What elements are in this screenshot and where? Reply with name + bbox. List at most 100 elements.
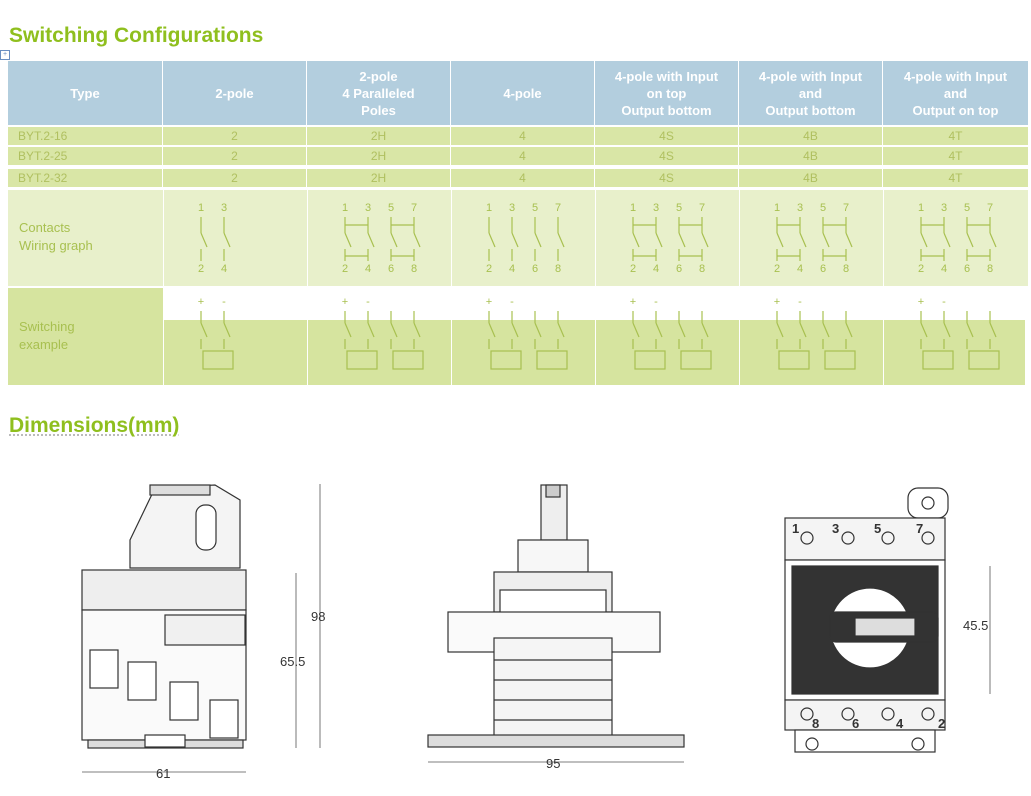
wiring-line — [511, 232, 519, 248]
wiring-top-label: 1 — [774, 202, 780, 214]
wiring-bottom-label: 6 — [532, 263, 538, 275]
header-2pole: 2-pole — [163, 61, 307, 125]
wiring-line — [943, 232, 951, 248]
wiring-line — [799, 232, 807, 248]
table-cell: 4 — [451, 169, 595, 187]
table-cell: 4B — [739, 127, 883, 145]
polarity-label: + — [486, 296, 492, 308]
polarity-label: + — [774, 296, 780, 308]
wiring-bottom-label: 8 — [555, 263, 561, 275]
wiring-line — [367, 322, 375, 338]
polarity-label: - — [654, 296, 658, 308]
side-view-drawing — [81, 484, 247, 749]
polarity-label: + — [630, 296, 636, 308]
wiring-bottom-label: 2 — [918, 263, 924, 275]
wiring-line — [678, 322, 686, 338]
front-width-label: 95 — [546, 756, 560, 771]
wiring-line — [845, 322, 853, 338]
wiring-line — [966, 232, 974, 248]
header-4pole-t: 4-pole with Input and Output on top — [883, 61, 1028, 125]
type-cell: BYT.2-16 — [8, 127, 163, 145]
polarity-label: - — [510, 296, 514, 308]
wiring-top-label: 5 — [820, 202, 826, 214]
wiring-line — [344, 322, 352, 338]
terminal-label: 5 — [874, 521, 881, 536]
wiring-top-label: 3 — [221, 202, 227, 214]
table-row: BYT.2-32 2 2H 4 4S 4B 4T — [8, 167, 1028, 187]
side-width-label: 61 — [156, 766, 170, 781]
wiring-line — [200, 232, 208, 248]
table-cell: 4 — [451, 127, 595, 145]
wiring-bottom-label: 2 — [198, 263, 204, 275]
dimension-drawings: 98 65.5 61 95 45.5 1 3 5 7 8 6 4 2 — [81, 484, 991, 781]
side-height-label: 98 — [311, 609, 325, 624]
contacts-wiring-label: Contacts Wiring graph — [19, 220, 93, 253]
wiring-top-label: 1 — [630, 202, 636, 214]
load-box — [634, 350, 666, 370]
header-4pole-s-label: 4-pole with Input on top Output bottom — [614, 68, 719, 118]
wiring-line — [822, 232, 830, 248]
wiring-line — [632, 322, 640, 338]
table-cell: 4S — [595, 169, 739, 187]
wiring-bottom-label: 4 — [365, 263, 371, 275]
table-cell: 2 — [163, 127, 307, 145]
wiring-line — [557, 322, 565, 338]
terminal-label: 7 — [916, 521, 923, 536]
wiring-line — [413, 232, 421, 248]
front-view-drawing — [427, 484, 685, 748]
wiring-line — [344, 232, 352, 248]
wiring-top-label: 7 — [843, 202, 849, 214]
switching-configurations-title: Switching Configurations — [9, 24, 264, 47]
load-box — [824, 350, 856, 370]
wiring-top-label: 3 — [365, 202, 371, 214]
wiring-line — [655, 232, 663, 248]
wiring-top-label: 3 — [941, 202, 947, 214]
column-divider — [451, 188, 452, 385]
header-4pole-label: 4-pole — [503, 85, 542, 101]
terminal-label: 1 — [792, 521, 799, 536]
terminal-label: 4 — [896, 716, 904, 731]
wiring-top-label: 3 — [797, 202, 803, 214]
contacts-wiring-row — [8, 188, 1028, 286]
wiring-top-label: 1 — [198, 202, 204, 214]
header-2pole-parallel: 2-pole 4 Paralleled Poles — [307, 61, 451, 125]
wiring-bottom-label: 6 — [676, 263, 682, 275]
table-cell: 4T — [948, 129, 963, 143]
wiring-line — [920, 322, 928, 338]
switching-example-band — [163, 320, 1025, 385]
wiring-line — [488, 232, 496, 248]
wiring-top-label: 1 — [486, 202, 492, 214]
wiring-bottom-label: 8 — [411, 263, 417, 275]
wiring-line — [390, 232, 398, 248]
wiring-line — [632, 232, 640, 248]
wiring-top-label: 7 — [555, 202, 561, 214]
table-cell: 2H — [307, 127, 451, 145]
wiring-bottom-label: 8 — [699, 263, 705, 275]
wiring-bottom-label: 4 — [941, 263, 947, 275]
wiring-top-label: 5 — [532, 202, 538, 214]
polarity-label: - — [222, 296, 226, 308]
switching-example-label-cell — [8, 288, 163, 385]
header-2pole-label: 2-pole — [215, 85, 254, 101]
table-cell: 2H — [307, 147, 451, 165]
wiring-top-label: 7 — [987, 202, 993, 214]
load-box — [346, 350, 378, 370]
wiring-line — [701, 232, 709, 248]
wiring-bottom-label: 8 — [987, 263, 993, 275]
load-box — [490, 350, 522, 370]
header-4pole-t-label: 4-pole with Input and Output on top — [903, 68, 1008, 118]
switching-table: Type 2-pole 2-pole 4 Paralleled Poles 4-… — [8, 61, 1028, 385]
wiring-line — [511, 322, 519, 338]
side-body-height-label: 65.5 — [280, 654, 305, 669]
table-cell: 4B — [739, 147, 883, 165]
load-box — [536, 350, 568, 370]
load-box — [968, 350, 1000, 370]
wiring-line — [413, 322, 421, 338]
wiring-top-label: 1 — [918, 202, 924, 214]
wiring-line — [845, 232, 853, 248]
terminal-label: 3 — [832, 521, 839, 536]
header-type: Type — [8, 61, 163, 125]
header-4pole-s: 4-pole with Input on top Output bottom — [595, 61, 739, 125]
wiring-line — [488, 322, 496, 338]
load-box — [778, 350, 810, 370]
